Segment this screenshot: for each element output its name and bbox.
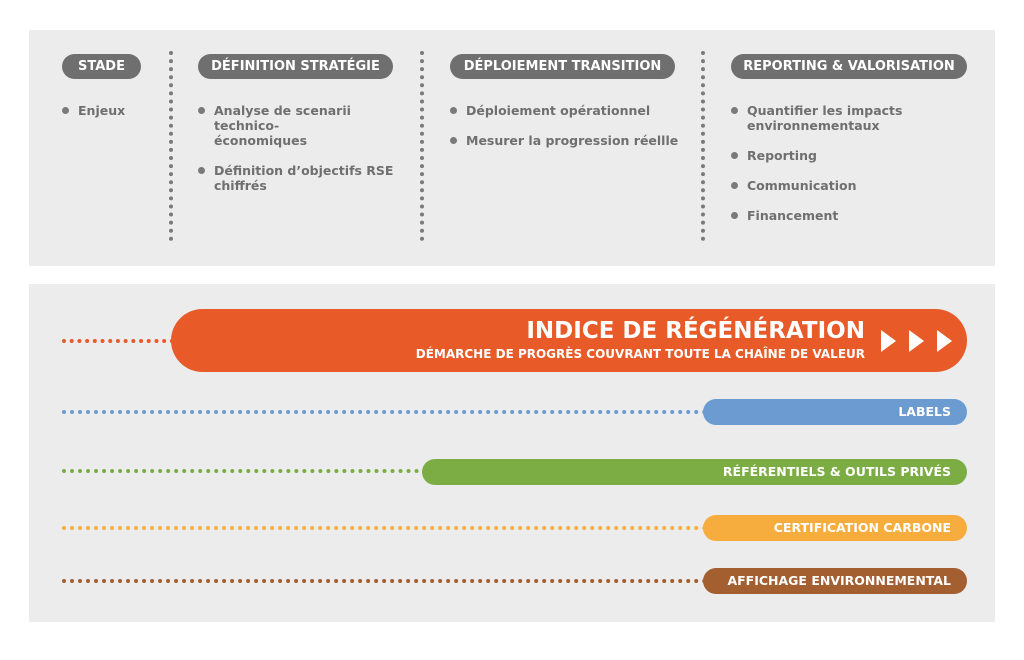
column-divider [420, 51, 424, 241]
list-item: Déploiement opérationnel [450, 103, 690, 118]
main-bar-subtitle: DÉMARCHE DE PROGRÈS COUVRANT TOUTE LA CH… [415, 347, 865, 361]
labels-bar: LABELS [703, 399, 967, 425]
reporting-valorisation-items: Quantifier les impacts environnementaux … [731, 103, 961, 238]
list-item: Communication [731, 178, 961, 193]
list-item: Définition d’objectifs RSE chiffrés [198, 163, 399, 193]
list-item: Reporting [731, 148, 961, 163]
regeneration-index-bar: INDICE DE RÉGÉNÉRATION DÉMARCHE DE PROGR… [171, 309, 967, 372]
affichage-environnemental-dotted-line [62, 579, 707, 583]
affichage-environnemental-bar: AFFICHAGE ENVIRONNEMENTAL [703, 568, 967, 594]
certification-carbone-dotted-line [62, 526, 707, 530]
list-item: Financement [731, 208, 961, 223]
list-item: Enjeux [62, 103, 157, 118]
stade-items: Enjeux [62, 103, 157, 133]
list-item: Mesurer la progression réellle [450, 133, 690, 148]
stage-pill-stade: STADE [62, 54, 141, 79]
list-item: Analyse de scenarii technico-économiques [198, 103, 364, 148]
stage-pill-definition-strategie: DÉFINITION STRATÉGIE [198, 54, 393, 79]
referentiels-dotted-line [62, 469, 427, 473]
stage-pill-reporting-valorisation: REPORTING & VALORISATION [731, 54, 967, 79]
labels-dotted-line [62, 410, 707, 414]
deploiement-transition-items: Déploiement opérationnel Mesurer la prog… [450, 103, 690, 163]
main-bar-dotted-line [62, 339, 174, 343]
certification-carbone-bar: CERTIFICATION CARBONE [703, 515, 967, 541]
list-item: Quantifier les impacts environnementaux [731, 103, 917, 133]
definition-strategie-items: Analyse de scenarii technico-économiques… [198, 103, 403, 208]
main-bar-title: INDICE DE RÉGÉNÉRATION [526, 318, 865, 344]
triple-arrow-icon [881, 330, 952, 352]
stage-pill-deploiement-transition: DÉPLOIEMENT TRANSITION [450, 54, 675, 79]
column-divider [169, 51, 173, 241]
referentiels-bar: RÉFÉRENTIELS & OUTILS PRIVÉS [422, 459, 967, 485]
column-divider [701, 51, 705, 241]
